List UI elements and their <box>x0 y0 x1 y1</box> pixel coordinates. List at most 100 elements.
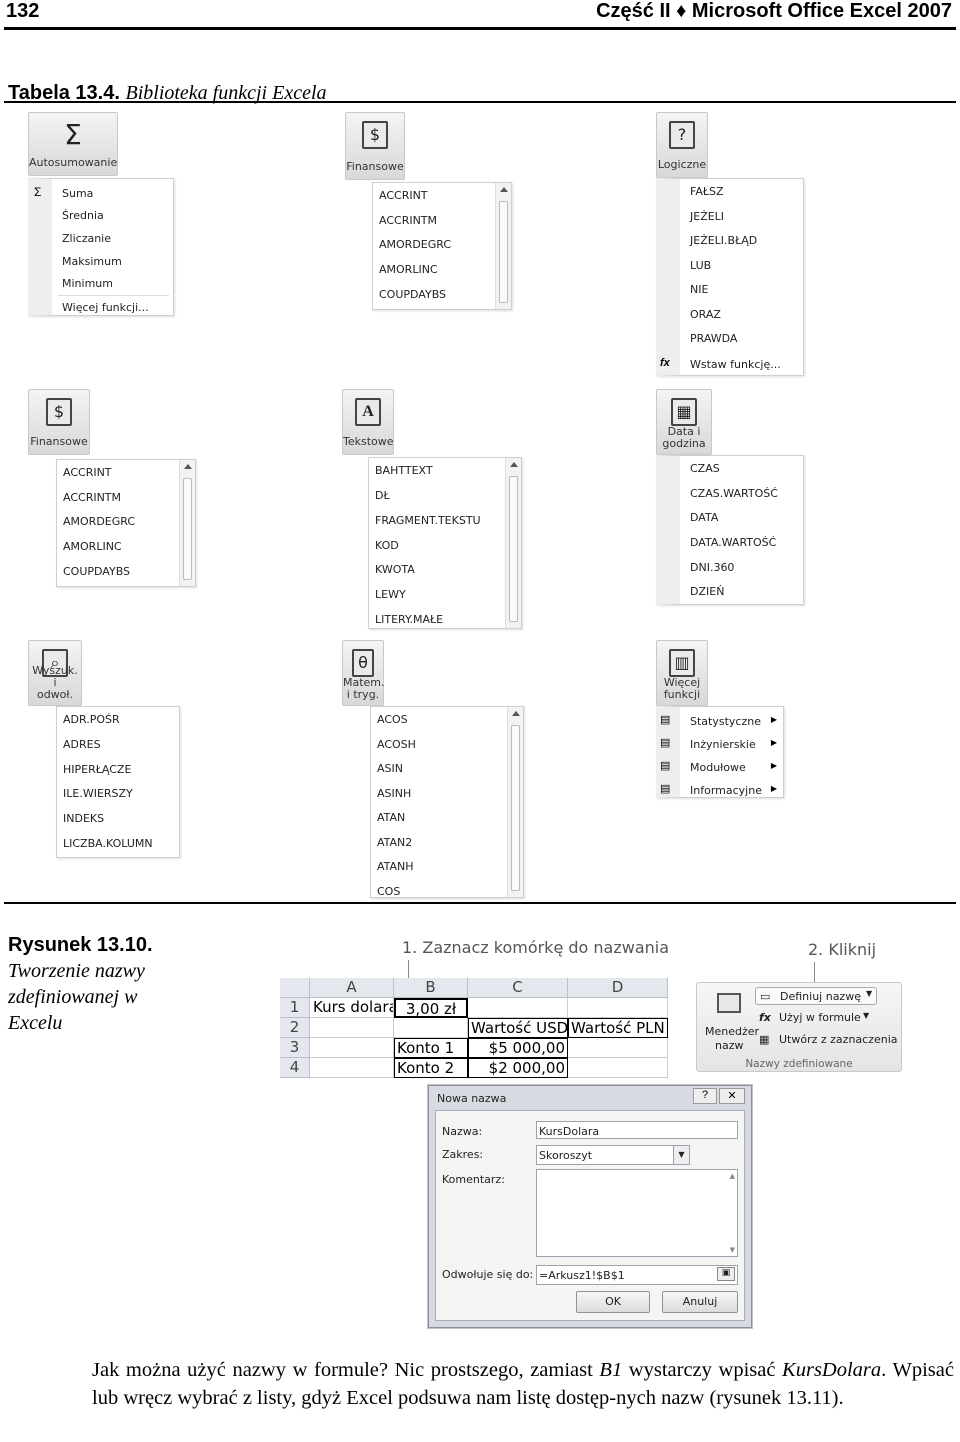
date-time-button[interactable]: ▦ Data i godzina <box>656 389 712 455</box>
comment-field[interactable]: ▲ ▼ <box>536 1169 738 1257</box>
math-button[interactable]: θ Matem. i tryg. <box>342 640 385 706</box>
menu-item[interactable]: Maksimum <box>62 255 122 268</box>
refers-to-field[interactable]: =Arkusz1!$B$1 ▣ <box>536 1265 738 1285</box>
menu-item[interactable]: ACOSH <box>377 738 416 751</box>
menu-item[interactable]: FAŁSZ <box>690 185 724 198</box>
menu-item[interactable]: AMORLINC <box>379 263 438 276</box>
menu-item[interactable]: Średnia <box>62 209 104 222</box>
cell[interactable] <box>394 1018 468 1038</box>
create-from-selection-button[interactable]: ▦ Utwórz z zaznaczenia <box>759 1033 898 1046</box>
menu-item[interactable]: Inżynierskie <box>690 738 756 751</box>
cell[interactable] <box>568 1058 668 1078</box>
scrollbar[interactable] <box>495 183 511 309</box>
lookup-button[interactable]: ⌕ Wyszuk. i odwoł. <box>28 640 82 706</box>
more-functions-item[interactable]: Więcej funkcji... <box>62 301 149 314</box>
cell[interactable] <box>310 1058 394 1078</box>
scrollbar[interactable] <box>179 460 195 586</box>
menu-item[interactable]: Minimum <box>62 277 113 290</box>
name-field[interactable]: KursDolara <box>536 1121 738 1139</box>
use-in-formula-button[interactable]: fx Użyj w formule ▼ <box>759 1011 870 1024</box>
cell-d2[interactable]: Wartość PLN <box>568 1018 668 1038</box>
insert-function-item[interactable]: Wstaw funkcję... <box>690 358 781 371</box>
cell[interactable] <box>468 998 568 1018</box>
menu-item[interactable]: ACCRINT <box>379 189 428 202</box>
corner-header[interactable] <box>280 978 310 998</box>
menu-item[interactable]: KOD <box>375 539 399 552</box>
define-name-button[interactable]: ▭ Definiuj nazwę ▼ <box>755 987 877 1005</box>
menu-item[interactable]: ATAN2 <box>377 836 413 849</box>
menu-item[interactable]: ASINH <box>377 787 412 800</box>
more-functions-button[interactable]: ▥ Więcej funkcji <box>656 640 708 706</box>
menu-item[interactable]: JEŻELI <box>690 210 725 223</box>
column-header[interactable]: B <box>394 978 468 998</box>
row-header[interactable]: 4 <box>280 1058 310 1078</box>
cell[interactable] <box>568 998 668 1018</box>
cell-b4[interactable]: Konto 2 <box>394 1058 468 1078</box>
cell-c3[interactable]: $5 000,00 <box>468 1038 568 1058</box>
collapse-dialog-icon[interactable]: ▣ <box>717 1267 735 1281</box>
name-manager-button[interactable]: Menedżer nazw <box>703 987 759 1052</box>
cell-c4[interactable]: $2 000,00 <box>468 1058 568 1078</box>
menu-item[interactable]: ACCRINTM <box>379 214 438 227</box>
row-header[interactable]: 2 <box>280 1018 310 1038</box>
menu-item[interactable]: PRAWDA <box>690 332 738 345</box>
menu-item[interactable]: INDEKS <box>63 812 105 825</box>
menu-item[interactable]: JEŻELI.BŁĄD <box>690 234 758 247</box>
cell-b3[interactable]: Konto 1 <box>394 1038 468 1058</box>
menu-item[interactable]: LICZBA.KOLUMN <box>63 837 153 850</box>
row-header[interactable]: 3 <box>280 1038 310 1058</box>
logical-button[interactable]: ? Logiczne <box>656 112 708 178</box>
column-header[interactable]: D <box>568 978 668 998</box>
cell[interactable] <box>310 1038 394 1058</box>
menu-item[interactable]: AMORDEGRC <box>63 515 136 528</box>
menu-item[interactable]: NIE <box>690 283 709 296</box>
menu-item[interactable]: ILE.WIERSZY <box>63 787 133 800</box>
cell[interactable] <box>568 1038 668 1058</box>
menu-item[interactable]: ASIN <box>377 762 403 775</box>
menu-item[interactable]: LITERY.MAŁE <box>375 613 444 626</box>
autosum-button[interactable]: Σ Autosumowanie <box>28 112 118 176</box>
cancel-button[interactable]: Anuluj <box>662 1291 738 1313</box>
menu-item[interactable]: ATANH <box>377 860 414 873</box>
text-button[interactable]: A Tekstowe <box>342 389 394 455</box>
menu-item[interactable]: ADR.POŚR <box>63 713 120 726</box>
menu-item[interactable]: AMORLINC <box>63 540 122 553</box>
menu-item[interactable]: CZAS.WARTOŚĆ <box>690 487 778 500</box>
menu-item[interactable]: CZAS <box>690 462 720 475</box>
menu-item[interactable]: COS <box>377 885 401 898</box>
column-header[interactable]: C <box>468 978 568 998</box>
menu-item[interactable]: Zliczanie <box>62 232 112 245</box>
cell-a1[interactable]: Kurs dolara <box>310 998 394 1018</box>
scope-select[interactable]: Skoroszyt ▼ <box>536 1145 690 1165</box>
menu-item[interactable]: Modułowe <box>690 761 746 774</box>
menu-item[interactable]: DATA <box>690 511 719 524</box>
menu-item[interactable]: COUPDAYBS <box>63 565 131 578</box>
menu-item[interactable]: Informacyjne <box>690 784 762 797</box>
help-button[interactable]: ? <box>693 1088 717 1104</box>
menu-item[interactable]: ACOS <box>377 713 408 726</box>
financial-button[interactable]: $ Finansowe <box>28 389 90 455</box>
scrollbar[interactable] <box>507 707 523 897</box>
cell-b1-selected[interactable]: 3,00 zł <box>394 998 468 1018</box>
close-button[interactable]: ✕ <box>719 1088 745 1104</box>
menu-item[interactable]: LUB <box>690 259 712 272</box>
scrollbar[interactable] <box>505 458 521 628</box>
financial-button[interactable]: $ Finansowe <box>345 112 405 180</box>
menu-item[interactable]: DŁ <box>375 489 390 502</box>
menu-item[interactable]: LEWY <box>375 588 406 601</box>
row-header[interactable]: 1 <box>280 998 310 1018</box>
menu-item[interactable]: KWOTA <box>375 563 415 576</box>
menu-item[interactable]: DNI.360 <box>690 561 735 574</box>
menu-item[interactable]: ORAZ <box>690 308 721 321</box>
menu-item[interactable]: ATAN <box>377 811 406 824</box>
menu-item[interactable]: AMORDEGRC <box>379 238 452 251</box>
menu-item[interactable]: BAHTTEXT <box>375 464 433 477</box>
menu-item[interactable]: FRAGMENT.TEKSTU <box>375 514 481 527</box>
cell-c2[interactable]: Wartość USD <box>468 1018 568 1038</box>
menu-item[interactable]: COUPDAYBS <box>379 288 447 301</box>
menu-item[interactable]: HIPERŁĄCZE <box>63 763 132 776</box>
menu-item[interactable]: DZIEŃ <box>690 585 725 598</box>
cell[interactable] <box>310 1018 394 1038</box>
column-header[interactable]: A <box>310 978 394 998</box>
menu-item[interactable]: ADRES <box>63 738 101 751</box>
